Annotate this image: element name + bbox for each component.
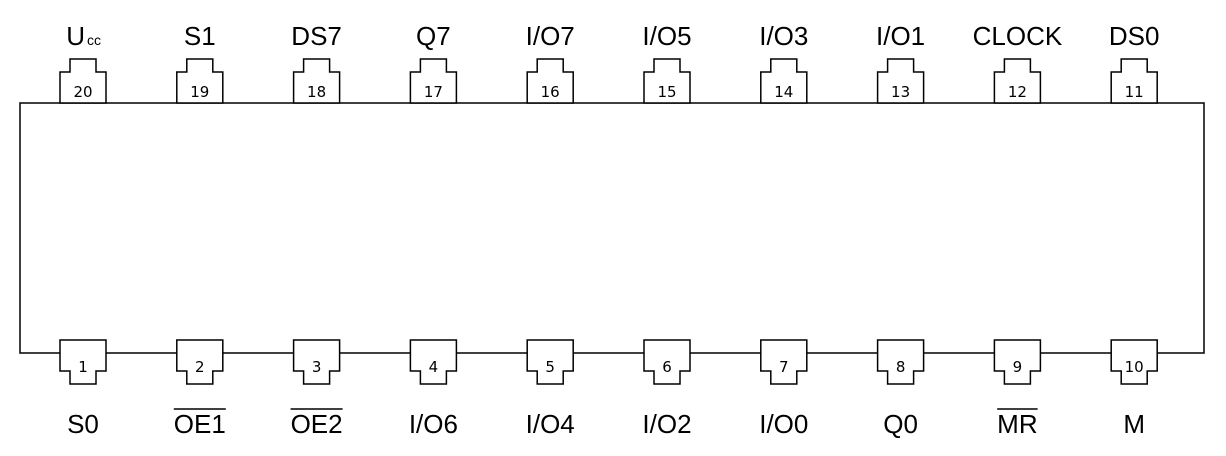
pin-16: 16 I/O7: [526, 21, 575, 104]
pin-label: DS7: [291, 21, 342, 51]
pin-box: [409, 339, 458, 385]
pin-19: 19 S1: [176, 21, 224, 104]
pin-box: [876, 339, 925, 385]
pin-number: 18: [307, 83, 326, 101]
pin-label: OE1: [174, 409, 226, 439]
pin-box: [1110, 58, 1158, 104]
pin-box: [59, 339, 107, 385]
pin-box: [409, 58, 458, 104]
pin-11: 11 DS0: [1109, 21, 1160, 104]
pin-label: S0: [67, 409, 99, 439]
pin-label: M: [1123, 409, 1145, 439]
pin-number: 5: [545, 358, 555, 376]
pin-number: 1: [78, 358, 88, 376]
pin-label: Q0: [883, 409, 918, 439]
pin-10: 10M: [1110, 339, 1158, 439]
pin-box: [760, 339, 808, 385]
pin-number: 8: [896, 358, 906, 376]
pin-number: 12: [1008, 83, 1027, 101]
pin-13: 13 I/O1: [876, 21, 925, 104]
pin-9: 9MR: [993, 339, 1042, 439]
pin-label: I/O3: [759, 21, 808, 51]
pin-label: OE2: [291, 409, 343, 439]
pin-number: 6: [662, 358, 672, 376]
pin-number: 14: [774, 83, 793, 101]
pin-box: [176, 339, 224, 385]
pin-label: S1: [184, 21, 216, 51]
pin-box: [526, 58, 574, 104]
pin-label: MR: [997, 409, 1037, 439]
pin-number: 17: [424, 83, 443, 101]
pin-number: 7: [779, 358, 789, 376]
pin-label: Q7: [416, 21, 451, 51]
pin-4: 4I/O6: [409, 339, 458, 439]
pin-box: [292, 58, 341, 104]
pin-box: [176, 58, 224, 104]
pin-label: DS0: [1109, 21, 1160, 51]
pin-14: 14 I/O3: [759, 21, 808, 104]
pin-label-subscript: cc: [87, 32, 101, 48]
pin-box: [760, 58, 808, 104]
pin-15: 15 I/O5: [642, 21, 692, 104]
pin-label: I/O4: [526, 409, 575, 439]
pin-number: 20: [73, 83, 92, 101]
pin-box: [1110, 339, 1158, 385]
pin-18: 18 DS7: [291, 21, 342, 104]
pin-6: 6I/O2: [642, 339, 692, 439]
pin-12: 12 CLOCK: [973, 21, 1063, 104]
pin-8: 8Q0: [876, 339, 925, 439]
pin-number: 11: [1125, 83, 1144, 101]
pin-label: I/O2: [642, 409, 691, 439]
pin-number: 4: [429, 358, 439, 376]
pin-label: I/O0: [759, 409, 808, 439]
pin-number: 9: [1013, 358, 1023, 376]
pin-number: 15: [657, 83, 676, 101]
pin-box: [643, 339, 691, 385]
pin-1: 1S0: [59, 339, 107, 439]
chip-body-outline: [19, 102, 1205, 354]
pin-box: [993, 58, 1042, 104]
pin-7: 7I/O0: [759, 339, 808, 439]
pin-number: 10: [1125, 358, 1144, 376]
pin-label: I/O5: [642, 21, 691, 51]
pin-label: I/O6: [409, 409, 458, 439]
pin-5: 5I/O4: [526, 339, 575, 439]
pin-box: [876, 58, 925, 104]
pin-17: 17 Q7: [409, 21, 458, 104]
pin-box: [643, 58, 691, 104]
pin-number: 3: [312, 358, 322, 376]
pin-number: 16: [541, 83, 560, 101]
pin-number: 13: [891, 83, 910, 101]
pin-box: [993, 339, 1042, 385]
pin-label: U: [66, 21, 85, 51]
pin-box: [292, 339, 341, 385]
pin-label: I/O7: [526, 21, 575, 51]
pin-label: I/O1: [876, 21, 925, 51]
pin-box: [526, 339, 574, 385]
pin-number: 19: [190, 83, 209, 101]
pin-label: CLOCK: [973, 21, 1063, 51]
pin-number: 2: [195, 358, 205, 376]
pin-box: [59, 58, 107, 104]
